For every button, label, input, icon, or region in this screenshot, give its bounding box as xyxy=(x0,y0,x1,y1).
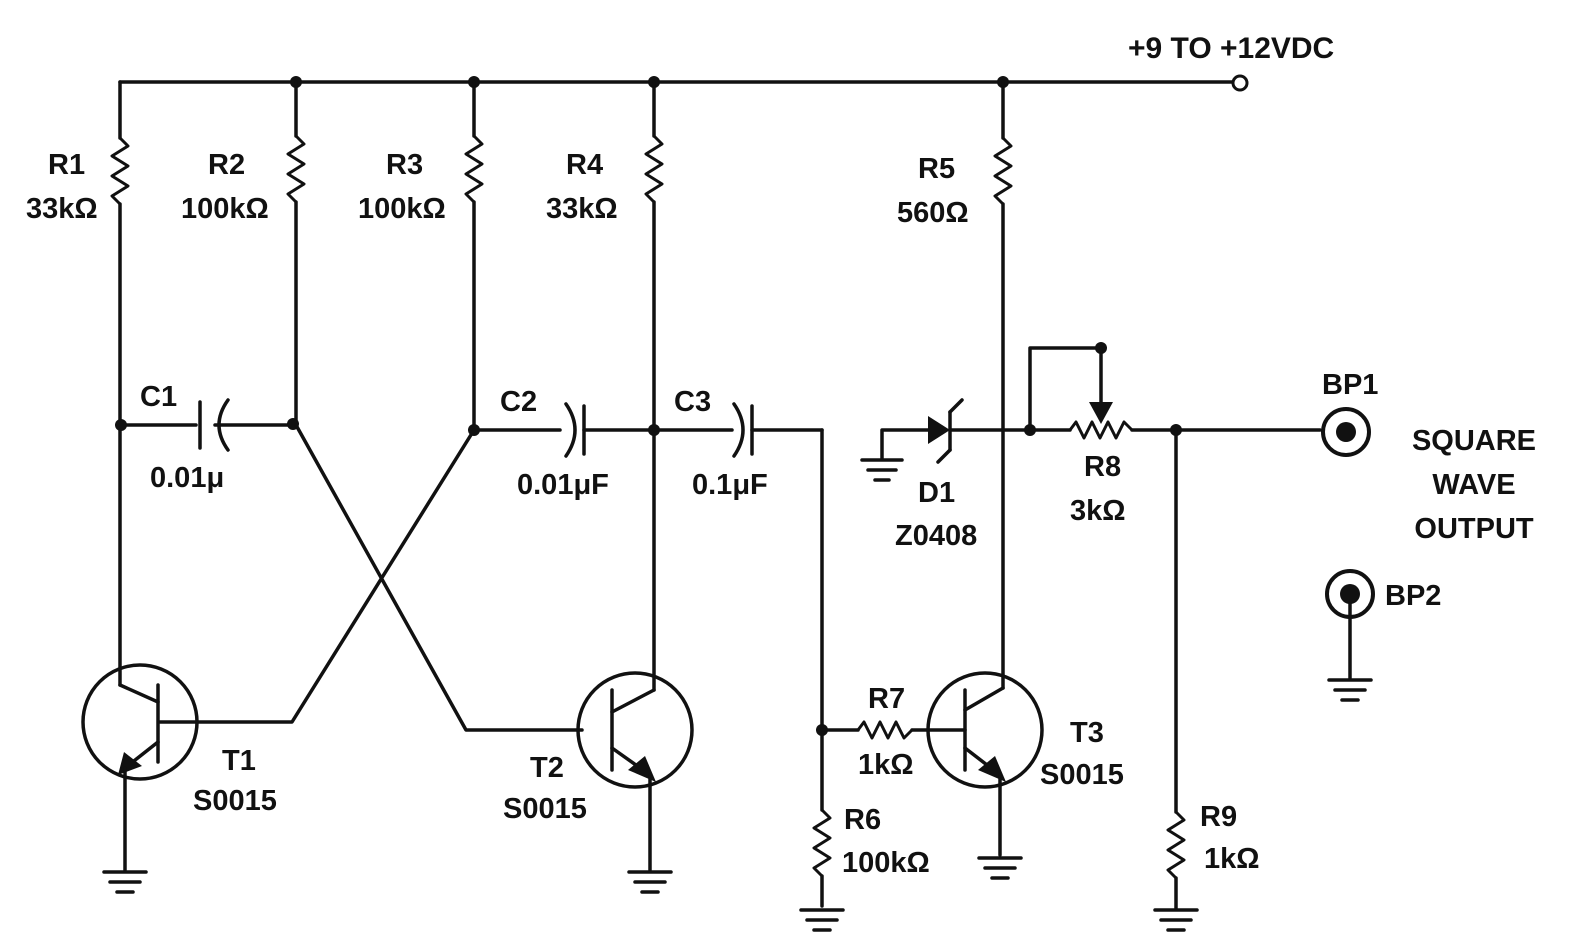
binding-post-bp2 xyxy=(1325,569,1375,680)
r4-value: 33kΩ xyxy=(546,193,618,225)
ground-icon xyxy=(977,856,1023,880)
supply-rail xyxy=(118,74,1249,92)
capacitor-c2 xyxy=(468,402,660,458)
r2-name: R2 xyxy=(208,149,245,181)
ground-icon xyxy=(860,458,904,482)
c2-value: 0.01μF xyxy=(517,469,609,501)
r6-value: 100kΩ xyxy=(842,847,930,879)
d1-name: D1 xyxy=(918,477,955,509)
resistor-r3 xyxy=(464,80,484,432)
t3-name: T3 xyxy=(1070,717,1104,749)
output-label-line-2: WAVE xyxy=(1432,469,1515,501)
r9-value: 1kΩ xyxy=(1204,843,1260,875)
bp1-name: BP1 xyxy=(1322,369,1378,401)
r8-name: R8 xyxy=(1084,451,1121,483)
resistor-r2 xyxy=(286,80,306,426)
r3-name: R3 xyxy=(386,149,423,181)
supply-label: +9 TO +12VDC xyxy=(1128,32,1334,65)
r8-value: 3kΩ xyxy=(1070,495,1126,527)
d1-value: Z0408 xyxy=(895,520,977,552)
t1-name: T1 xyxy=(222,745,256,777)
transistor-t1 xyxy=(81,663,199,872)
c3-name: C3 xyxy=(674,386,711,418)
ground-icon xyxy=(799,908,845,932)
r1-name: R1 xyxy=(48,149,85,181)
binding-post-bp1 xyxy=(1321,407,1371,457)
output-label-line-3: OUTPUT xyxy=(1414,513,1534,545)
t3-value: S0015 xyxy=(1040,759,1124,791)
resistor-r7 xyxy=(820,720,967,740)
r3-value: 100kΩ xyxy=(358,193,446,225)
t2-value: S0015 xyxy=(503,793,587,825)
potentiometer-r8 xyxy=(1024,342,1322,440)
resistor-r6 xyxy=(812,808,832,908)
c2-name: C2 xyxy=(500,386,537,418)
c1-name: C1 xyxy=(140,381,177,413)
r6-name: R6 xyxy=(844,804,881,836)
c3-value: 0.1μF xyxy=(692,469,768,501)
r1-value: 33kΩ xyxy=(26,193,98,225)
t1-value: S0015 xyxy=(193,785,277,817)
r7-name: R7 xyxy=(868,683,905,715)
ground-icon xyxy=(1327,678,1373,702)
cross-coupling-wires xyxy=(158,423,584,732)
r4-name: R4 xyxy=(566,149,603,181)
output-label-line-1: SQUARE xyxy=(1412,425,1536,457)
r7-value: 1kΩ xyxy=(858,749,914,781)
resistor-r9 xyxy=(1166,428,1186,910)
ground-icon xyxy=(102,870,148,894)
transistor-t3 xyxy=(926,671,1044,857)
bp2-name: BP2 xyxy=(1385,580,1441,612)
capacitor-c3 xyxy=(652,402,824,812)
t2-name: T2 xyxy=(530,752,564,784)
ground-icon xyxy=(1153,908,1199,932)
r2-value: 100kΩ xyxy=(181,193,269,225)
zener-diode-d1 xyxy=(880,398,1032,464)
r5-name: R5 xyxy=(918,153,955,185)
resistor-r1 xyxy=(110,80,130,687)
ground-icon xyxy=(627,870,673,894)
r9-name: R9 xyxy=(1200,801,1237,833)
transistor-t2 xyxy=(576,671,694,872)
resistor-r4 xyxy=(644,80,664,692)
c1-value: 0.01μ xyxy=(150,462,224,494)
r5-value: 560Ω xyxy=(897,197,969,229)
resistor-r5 xyxy=(993,80,1013,690)
